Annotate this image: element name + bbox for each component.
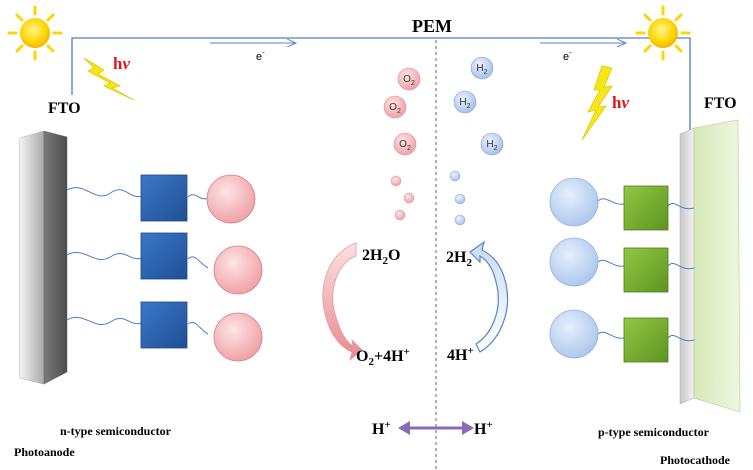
h2-bubble (453, 90, 477, 114)
o2-bubble (397, 67, 421, 91)
photoanode-connectors (66, 187, 209, 335)
svg-text:hν: hν (612, 93, 629, 112)
svg-text:H2: H2 (459, 97, 470, 110)
n-type-semiconductor-block (140, 232, 188, 280)
p-type-semiconductor-block (623, 317, 669, 363)
svg-text:O2: O2 (389, 102, 401, 115)
svg-text:O2: O2 (403, 74, 415, 87)
oxygen-protons-label: O2+4H+ (356, 346, 410, 368)
h2-bubbles: H2 H2 H2 (449, 56, 504, 226)
o2-bubble (393, 132, 417, 156)
p-type-caption: p-type semiconductor (598, 425, 710, 439)
h2-bubble-small (449, 170, 461, 182)
n-type-caption: n-type semiconductor (60, 424, 172, 438)
o2-bubble-small (394, 209, 406, 221)
catalyst-particle-blue (549, 309, 599, 359)
n-type-semiconductor-block (140, 301, 188, 349)
h2-bubble-small (454, 193, 466, 205)
lightning-bolt-icon-right: hν (581, 65, 629, 141)
svg-text:e-: e- (563, 48, 572, 63)
lightning-bolt-icon-left: hν (83, 54, 135, 101)
reduction-curved-arrow (469, 240, 509, 353)
catalyst-particle-blue (549, 237, 599, 287)
n-type-semiconductor-block (140, 174, 188, 222)
catalyst-particle-pink (206, 174, 256, 224)
water-label: 2H2O (362, 247, 400, 267)
h2-bubble (480, 132, 504, 156)
h-plus-right-label: H+ (474, 419, 493, 438)
photoanode-caption: Photoanode (14, 445, 75, 459)
svg-text:hν: hν (113, 54, 130, 73)
fto-label-right: FTO (704, 95, 737, 112)
electron-arrow-right: e- (540, 43, 626, 63)
photoanode-fto-plate (19, 130, 68, 385)
photocathode-fto-plate (679, 119, 741, 413)
proton-transport-arrow (398, 421, 474, 435)
protons-label: 4H+ (447, 345, 474, 364)
hydrogen-label: 2H2 (446, 249, 472, 269)
p-type-semiconductor-block (623, 247, 669, 293)
photocathode-caption: Photocathode (660, 453, 731, 467)
external-circuit-wire (71, 37, 691, 130)
sun-icon-right (635, 5, 691, 61)
sun-icon-left (7, 5, 63, 61)
photocathode-connectors (597, 198, 695, 342)
catalyst-particle-blue (549, 177, 599, 227)
h2-bubble (470, 56, 494, 80)
o2-bubble (383, 95, 407, 119)
o2-bubbles: O2 O2 O2 (383, 67, 421, 221)
catalyst-particle-pink (213, 312, 263, 362)
svg-text:O2: O2 (399, 139, 411, 152)
svg-text:H2: H2 (476, 63, 487, 76)
catalyst-particle-pink (213, 245, 263, 295)
o2-bubble-small (390, 175, 402, 187)
h2-bubble-small (454, 214, 466, 226)
h-plus-left-label: H+ (372, 419, 391, 438)
svg-text:e-: e- (256, 48, 265, 63)
fto-label-left: FTO (48, 100, 81, 117)
electron-arrow-left: e- (210, 43, 296, 63)
p-type-semiconductor-block (623, 185, 669, 231)
svg-text:H2: H2 (486, 139, 497, 152)
o2-bubble-small (403, 192, 415, 204)
oxidation-curved-arrow (322, 242, 363, 362)
pem-label: PEM (412, 16, 452, 36)
